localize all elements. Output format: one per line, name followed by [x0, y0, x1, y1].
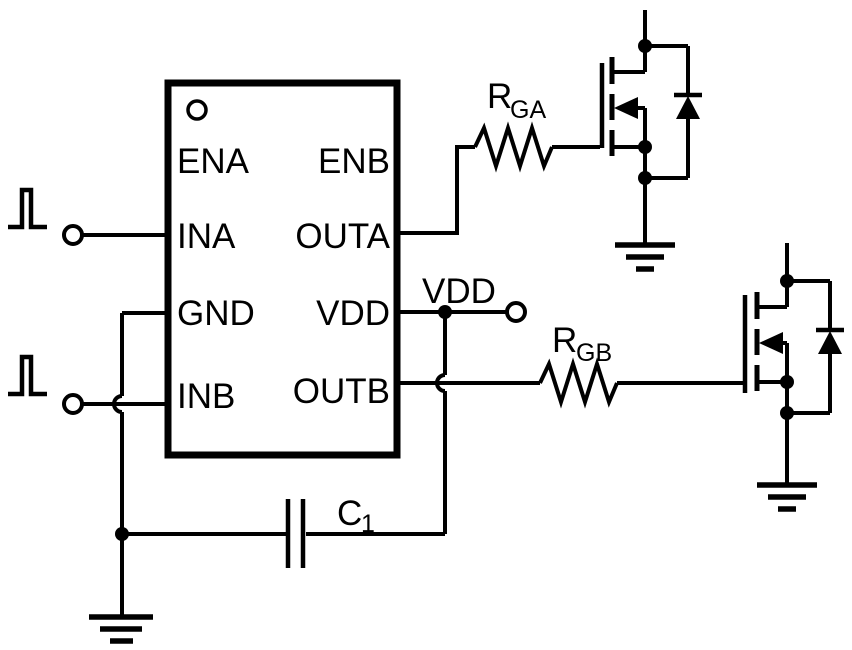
ground-symbol-b: [757, 482, 817, 512]
pin1-indicator-icon: [186, 99, 208, 121]
driver-ic: ENA INA GND INB ENB OUTA VDD OUTB: [164, 79, 401, 459]
rgb-label-sub: GB: [576, 339, 612, 367]
mosfet-b: [742, 243, 794, 485]
resistor-rga: R GA: [397, 77, 600, 235]
body-arrow-icon: [614, 97, 638, 119]
vdd-net: VDD: [306, 272, 527, 536]
pin-label-outb: OUTB: [293, 372, 390, 411]
pin-label-ena: ENA: [177, 142, 250, 181]
outa-wire: [397, 145, 475, 235]
input-a: [8, 187, 168, 246]
junction-dot: [638, 140, 652, 154]
pin-label-outa: OUTA: [295, 217, 390, 256]
body-diode-a: [645, 44, 702, 180]
c1-label: C: [337, 494, 362, 533]
rgb-label: R: [552, 321, 577, 360]
input-b-terminal: [62, 393, 84, 415]
diode-triangle-icon: [676, 96, 700, 119]
resistor-rgb: R GB: [397, 321, 743, 409]
resistor-zigzag-icon: [473, 121, 554, 173]
mosfet-a: [599, 10, 652, 245]
pin-label-ina: INA: [177, 217, 236, 256]
resistor-zigzag-icon: [538, 357, 619, 409]
c1-label-sub: 1: [361, 510, 375, 538]
wire-hop-icon: [112, 394, 123, 414]
ground-symbol-a: [615, 242, 675, 272]
input-a-terminal: [62, 224, 84, 246]
rga-label-sub: GA: [510, 96, 546, 124]
input-b: [8, 354, 168, 415]
body-arrow-icon: [759, 332, 783, 354]
vdd-terminal: [505, 301, 527, 323]
pin-label-vdd: VDD: [316, 294, 390, 333]
body-diode-b: [787, 279, 844, 415]
pulse-input-icon: [8, 354, 47, 397]
junction-dot: [780, 375, 794, 389]
pin-label-inb: INB: [177, 377, 235, 416]
pin-label-gnd: GND: [177, 294, 255, 333]
diode-triangle-icon: [818, 331, 842, 354]
pulse-input-icon: [8, 187, 47, 230]
rga-label: R: [487, 77, 512, 116]
vdd-rail-label: VDD: [422, 272, 496, 311]
capacitor-c1: C 1: [122, 494, 375, 568]
pin-label-enb: ENB: [318, 142, 390, 181]
ic-body: [164, 79, 401, 459]
ground-symbol-left: [89, 614, 153, 644]
